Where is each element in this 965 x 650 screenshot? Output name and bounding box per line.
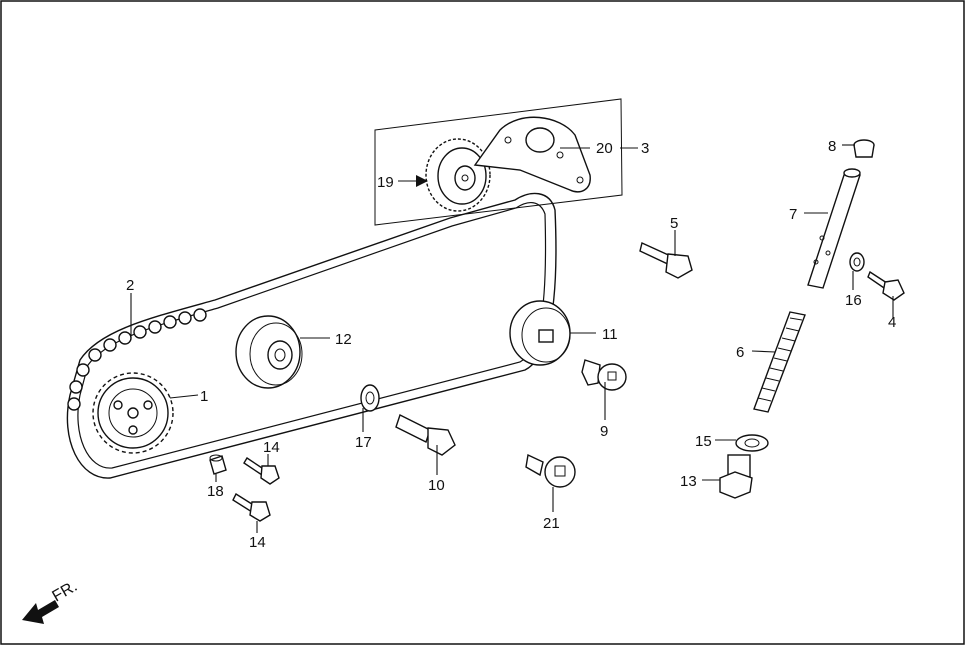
guide-tube-7: [807, 168, 861, 289]
callout-14-upper: 14: [263, 439, 280, 456]
guide-roller-12: [235, 315, 303, 389]
washer-16: [849, 252, 865, 272]
cam-chain: [66, 192, 557, 479]
guide-roller-11: [509, 300, 571, 366]
washer-15: [735, 434, 769, 452]
leader-lines: [130, 144, 894, 533]
callout-10: 10: [428, 477, 445, 494]
callout-14-lower: 14: [249, 534, 266, 551]
tensioner-sprocket: [425, 138, 491, 212]
callout-12: 12: [335, 331, 352, 348]
callout-7: 7: [789, 206, 797, 223]
tensioner-arm: [473, 116, 591, 193]
bolt-4: [867, 270, 905, 301]
callout-19-arrow: [398, 175, 428, 187]
spring-6: [753, 311, 806, 413]
callout-8: 8: [828, 138, 836, 155]
tensioner-inset-box: [374, 98, 623, 226]
bolt-5: [639, 242, 693, 279]
callout-15: 15: [695, 433, 712, 450]
front-arrow-icon: [22, 600, 59, 624]
washer-17: [360, 384, 380, 412]
callout-13: 13: [680, 473, 697, 490]
bolt-14-upper: [243, 457, 280, 485]
callout-16: 16: [845, 292, 862, 309]
callout-21: 21: [543, 515, 560, 532]
callout-3: 3: [641, 140, 649, 157]
callout-9: 9: [600, 423, 608, 440]
callout-4: 4: [888, 314, 896, 331]
callout-2: 2: [126, 277, 134, 294]
bolt-13: [719, 454, 753, 499]
dowel-pin-18: [209, 454, 227, 475]
callout-11: 11: [602, 326, 618, 343]
chain-links: [67, 308, 207, 411]
callout-19: 19: [377, 174, 394, 191]
callout-6: 6: [736, 344, 744, 361]
pivot-bolt-21: [525, 453, 576, 488]
bolt-14-lower: [232, 492, 271, 522]
callout-1: 1: [200, 388, 208, 405]
callout-18: 18: [207, 483, 224, 500]
drive-sprocket: [92, 372, 174, 454]
cap-8: [853, 139, 875, 158]
flange-bolt-10: [395, 414, 456, 456]
callout-20: 20: [596, 140, 613, 157]
callout-17: 17: [355, 434, 372, 451]
callout-5: 5: [670, 215, 678, 232]
